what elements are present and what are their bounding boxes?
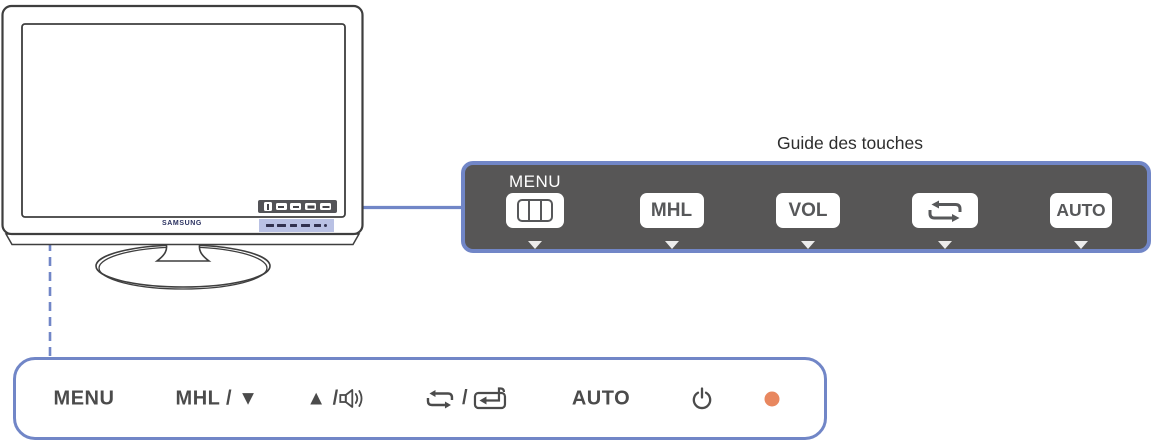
key-guide-panel: MENU MHL VOL — [461, 161, 1151, 253]
mini-menu-icon — [263, 202, 272, 211]
menu-button[interactable] — [506, 193, 564, 228]
enter-icon — [473, 386, 507, 409]
samsung-logo: SAMSUNG — [157, 219, 207, 229]
monitor-screen — [21, 23, 346, 218]
vol-button[interactable]: VOL — [776, 193, 840, 228]
key-guide-title: Guide des touches — [777, 133, 923, 153]
bezel-button-strip — [259, 219, 334, 232]
auto-key[interactable]: AUTO — [571, 387, 631, 409]
control-panel: MENU MHL / ▼ ▲ / / — [13, 357, 827, 440]
key-guide-auto-column: AUTO — [1026, 165, 1136, 249]
down-triangle-icon — [664, 241, 679, 249]
rotate-loop-icon — [426, 389, 454, 408]
mini-mhl-icon — [275, 203, 287, 210]
up-triangle-label: ▲ / — [306, 387, 339, 409]
down-triangle-icon — [1074, 241, 1088, 249]
rotate-enter-key[interactable]: / — [423, 386, 509, 411]
up-volume-key[interactable]: ▲ / — [306, 387, 365, 410]
menu-grid-icon — [517, 199, 553, 222]
bezel-rotate-mark — [300, 224, 310, 227]
rotate-button[interactable] — [911, 193, 978, 228]
monitor-chin — [4, 233, 361, 246]
menu-button-label: MENU — [508, 172, 562, 191]
key-guide-vol-column: VOL — [753, 165, 863, 249]
mhl-button[interactable]: MHL — [639, 193, 704, 228]
mini-rotate-icon — [305, 203, 317, 210]
key-guide-rotate-column — [890, 165, 1000, 249]
down-triangle-icon — [937, 241, 952, 249]
rotate-loop-icon — [928, 200, 961, 222]
key-guide-menu-column: MENU — [480, 165, 590, 249]
power-led — [764, 391, 780, 406]
mhl-down-key[interactable]: MHL / ▼ — [175, 387, 259, 409]
bezel-mhl-mark — [277, 224, 287, 227]
bezel-auto-mark — [313, 224, 321, 227]
bezel-menu-mark — [265, 224, 274, 227]
key-guide-mhl-column: MHL — [617, 165, 727, 249]
down-triangle-icon — [528, 241, 542, 249]
onscreen-key-guide-strip — [258, 200, 337, 213]
slash-separator: / — [461, 387, 469, 409]
auto-button[interactable]: AUTO — [1050, 193, 1112, 228]
bezel-volume-mark — [290, 224, 298, 227]
led-indicator — [764, 391, 780, 406]
speaker-icon — [339, 389, 363, 408]
menu-key[interactable]: MENU — [53, 387, 115, 409]
down-triangle-icon — [801, 241, 815, 249]
power-key[interactable] — [690, 386, 714, 411]
stand-neck — [154, 242, 212, 262]
mini-vol-icon — [290, 203, 302, 210]
power-icon — [692, 386, 712, 409]
mini-auto-icon — [320, 203, 332, 210]
bezel-power-mark — [324, 224, 328, 227]
